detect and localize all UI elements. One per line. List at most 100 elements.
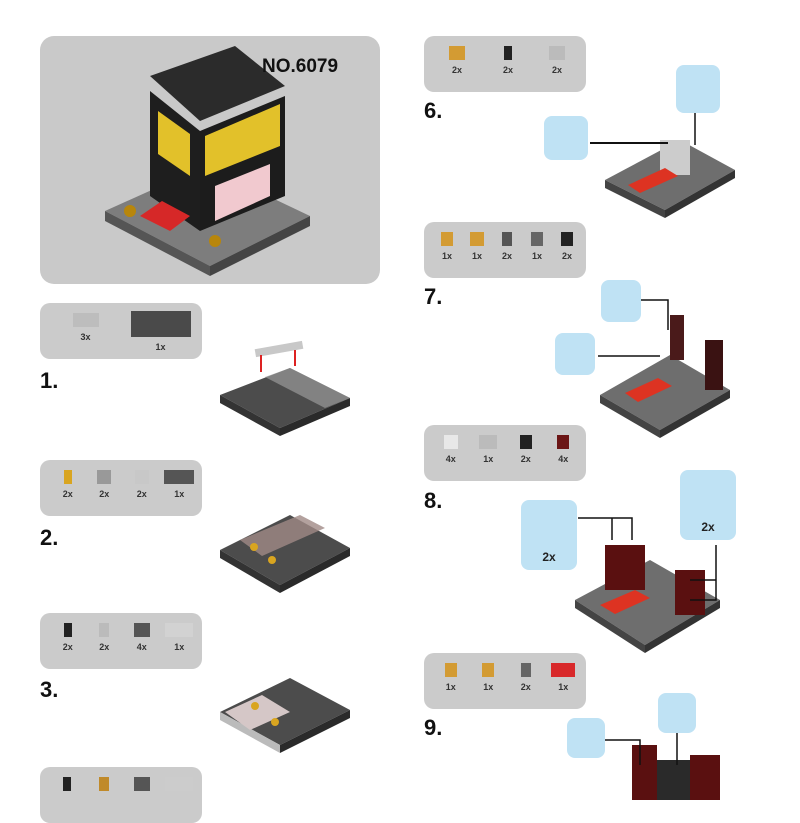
brick-icon [519,435,532,449]
part-item: 2x [549,46,565,75]
part-count: 2x [503,65,514,75]
brick-icon [482,663,495,677]
brick-icon [134,470,149,484]
parts-list-step-6: 1x 1x 2x 1x 2x [424,222,586,278]
part-count: 2x [99,489,110,499]
part-count: 2x [561,251,572,261]
part-count: 2x [451,65,462,75]
brick-icon [133,777,150,791]
step-3-plate [220,678,350,753]
part-count: 3x [80,332,91,342]
step-7-callout-top [601,280,641,322]
step-8-callout-right: 2x [680,470,736,540]
part-item: 4x [557,435,570,464]
brick-icon [551,663,576,677]
step-1-model [220,110,735,800]
brick-icon [133,623,150,637]
step-number: 3. [40,677,59,702]
part-count: 2x [99,642,110,652]
part-count: 1x [155,342,166,352]
step-number: 8. [424,488,443,513]
step-8-model [575,517,720,653]
step-6-callout-left [544,116,588,160]
part-item: 1x [441,232,453,261]
part-item [99,777,110,796]
step-8-callout-left: 2x [521,500,577,570]
parts-list-step-2: 2x 2x 2x 1x [40,460,202,516]
part-count: 1x [445,682,456,692]
step-number: 9. [424,715,443,740]
part-item [62,777,71,796]
brick-icon [557,435,570,449]
parts-list-step-8: 1x 1x 2x 1x [424,653,586,709]
step-number: 7. [424,284,443,309]
step-2-plate [220,515,350,593]
part-count: 1x [531,251,542,261]
step-number: 2. [40,525,59,550]
brick-icon [63,623,72,637]
part-count: 1x [174,489,185,499]
part-item: 2x [502,232,512,261]
parts-list-step-5: 2x 2x 2x [424,36,586,92]
brick-icon [441,232,453,246]
step-1-plate [220,340,350,436]
brick-icon [62,777,71,791]
brick-icon [165,777,194,791]
part-item: 1x [470,232,484,261]
part-item: 2x [449,46,465,75]
callout-count: 2x [542,550,556,564]
part-item: 1x [444,663,457,692]
cover-image-panel: NO.6079 [40,36,380,284]
brick-icon [97,470,112,484]
brick-icon [99,623,110,637]
brick-icon [443,435,458,449]
step-9-model [605,730,720,800]
part-item: 2x [134,470,149,499]
part-item: 1x [482,663,495,692]
part-item: 2x [63,623,73,652]
brick-icon [63,470,72,484]
brick-icon [72,313,99,327]
finished-model-illustration [105,46,310,276]
part-item: 1x [164,470,195,499]
part-count: 2x [520,454,531,464]
part-item: 2x [561,232,573,261]
part-item: 2x [519,435,532,464]
part-count: 1x [483,682,494,692]
part-count: 2x [502,251,513,261]
part-item: 1x [551,663,576,692]
part-item: 1x [130,311,191,352]
part-item: 2x [63,470,73,499]
part-count: 2x [62,489,73,499]
part-item: 2x [520,663,531,692]
part-count: 4x [136,642,147,652]
brick-icon [520,663,531,677]
brick-icon [504,46,512,60]
part-item: 1x [479,435,498,464]
brick-icon [165,623,194,637]
part-count: 2x [62,642,73,652]
part-item [165,777,194,796]
set-number: NO.6079 [262,56,339,77]
brick-icon [561,232,573,246]
brick-icon [549,46,565,60]
part-count: 1x [558,682,569,692]
callout-count: 2x [701,520,715,534]
step-6-callout-top [676,65,720,113]
part-count: 1x [441,251,452,261]
step-7-callout-left [555,333,595,375]
brick-icon [164,470,195,484]
brick-icon [449,46,465,60]
step-9-callout-top [658,693,696,733]
parts-list-step-1: 3x 1x [40,303,202,359]
step-6-model [590,110,735,218]
step-7-model [598,299,730,438]
step-number: 6. [424,98,443,123]
part-count: 4x [558,454,569,464]
brick-icon [470,232,484,246]
brick-icon [502,232,512,246]
part-count: 4x [445,454,456,464]
brick-icon [531,232,543,246]
part-count: 2x [551,65,562,75]
